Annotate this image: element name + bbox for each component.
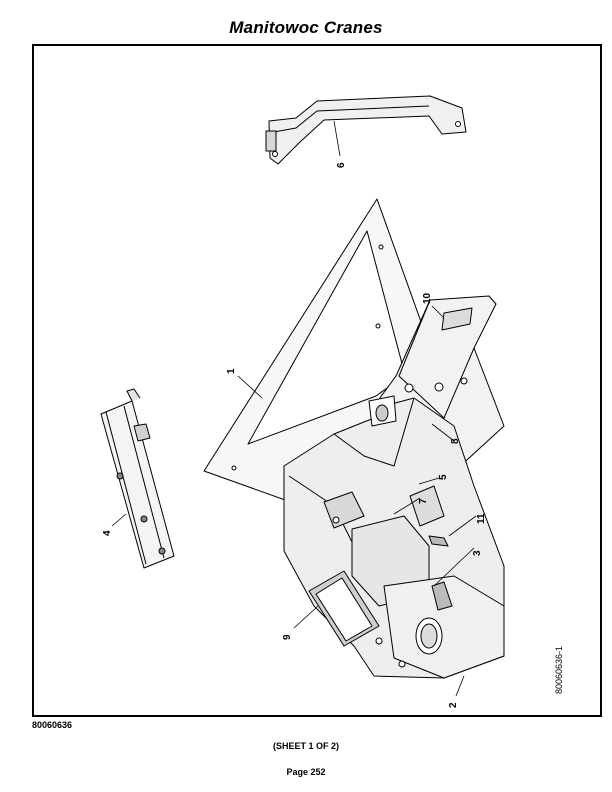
main-housing-assembly [283,395,505,679]
callout-3: 3 [472,550,483,556]
sheet-label: (SHEET 1 OF 2) [272,741,339,751]
figure-frame: 1 2 3 4 5 6 7 8 9 10 11 80060636-1 [32,44,602,717]
callout-4: 4 [102,530,113,536]
callout-2: 2 [448,702,459,708]
leader-lines [111,120,477,697]
callout-5: 5 [438,474,449,480]
part-6-upper-bracket [265,95,467,165]
document-number: 80060636 [32,720,73,730]
callout-10: 10 [422,292,433,304]
callout-8: 8 [450,438,461,444]
page-number: Page 252 [286,767,326,777]
callout-7: 7 [418,498,429,504]
callout-9: 9 [282,634,293,640]
callout-6: 6 [336,162,347,168]
part-4-left-channel [100,388,175,569]
page-header-title: Manitowoc Cranes [229,18,383,37]
callout-11: 11 [476,513,487,524]
callout-1: 1 [226,368,237,374]
exploded-parts-drawing: 1 2 3 4 5 6 7 8 9 10 11 80060636-1 [100,95,564,708]
figure-id: 80060636-1 [554,646,564,694]
